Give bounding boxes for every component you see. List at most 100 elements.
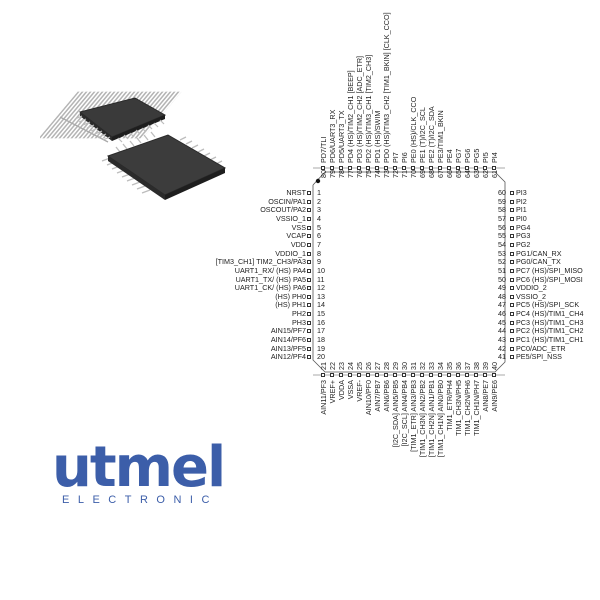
logo-wordmark: utmel <box>52 435 226 500</box>
pin-number: 13 <box>317 291 325 301</box>
pin-label-right: PG1/CAN_RX <box>516 248 562 258</box>
pin-pad <box>339 166 343 170</box>
pin-number: 27 <box>373 362 382 370</box>
pin-label-bottom: VREF+ <box>328 380 337 404</box>
pin-number: 75 <box>364 170 373 178</box>
pin-pad <box>510 225 514 230</box>
pin-number: 25 <box>355 362 364 370</box>
pin-label-left: VDDIO_1 <box>275 248 306 258</box>
pin-label-left: UART1_CK/ (HS) PA6 <box>234 283 306 293</box>
pin-label-bottom: AIN11/PF3 <box>319 380 328 415</box>
pin-pad <box>510 346 514 351</box>
pin-number: 66 <box>445 170 454 178</box>
pin-number: 21 <box>319 362 328 370</box>
pin-label-top: PE3/TIM1_BKIN <box>436 110 445 163</box>
pin-number: 77 <box>346 170 355 178</box>
pin-label-right: PG2 <box>516 239 531 249</box>
pin-label-top: PE4 <box>445 149 454 163</box>
pin-pad <box>420 373 424 377</box>
pin-number: 80 <box>319 170 328 178</box>
pin-pad <box>366 373 370 377</box>
chip-package-photo <box>40 91 227 200</box>
pin-pad <box>307 338 311 343</box>
pin-label-top: PD5/UART3_TX <box>337 110 346 163</box>
pin-label-bottom: [TIM1_ETR] AIN3/PB3 <box>409 380 418 452</box>
pin-pad <box>465 373 469 377</box>
pin-pad <box>411 373 415 377</box>
pin-number: 7 <box>317 239 321 249</box>
pin-number: 1 <box>317 188 321 197</box>
pin-pad <box>307 303 311 308</box>
pin-pad <box>375 373 379 377</box>
pin-label-left: (HS) PH0 <box>275 291 306 301</box>
pin-pad <box>330 166 334 170</box>
pin-number: 8 <box>317 248 321 258</box>
pin-pad <box>330 373 334 377</box>
pin-number: 44 <box>498 326 506 336</box>
pin-label-right: PC3 (HS)/TIM1_CH3 <box>516 317 584 327</box>
pin-pad <box>510 242 514 247</box>
pin-pad <box>510 355 514 360</box>
pin-number: 26 <box>364 362 373 370</box>
pin-label-right: PI2 <box>516 196 527 206</box>
pin-pad <box>492 373 496 377</box>
pin-number: 74 <box>373 170 382 178</box>
pin-number: 16 <box>317 317 325 327</box>
pin-label-bottom: [I2C_SCL] AIN4/PB4 <box>400 380 409 447</box>
pin-label-bottom: [I2C_SDA] AIN5/PB5 <box>391 380 400 448</box>
pin-pad <box>307 251 311 256</box>
pin-number: 33 <box>427 362 436 370</box>
pin-pad <box>510 216 514 221</box>
pin-label-bottom: AIN6/PB6 <box>382 380 391 412</box>
pin-pad <box>510 312 514 317</box>
pin-label-left: AIN13/PF5 <box>270 343 306 353</box>
pin-label-right: PC5 (HS)/SPI_SCK <box>516 300 580 310</box>
pin-pad <box>510 199 514 204</box>
pin-number: 48 <box>498 291 506 301</box>
pin-label-left: [TIM3_CH1] TIM2_CH3/PA3 <box>215 257 306 267</box>
pin-number: 50 <box>498 274 506 284</box>
pin-pad <box>307 199 311 204</box>
pin-label-bottom: VSSA <box>346 380 355 400</box>
pin-label-bottom: AIN8/PE7 <box>481 380 490 412</box>
pin-number: 4 <box>317 213 321 223</box>
pin-label-right: PC6 (HS)/SPI_MOSI <box>516 274 583 284</box>
pin-pad <box>357 373 361 377</box>
pin-pad <box>447 373 451 377</box>
pin-number: 58 <box>498 205 506 215</box>
pin-label-top: PG5 <box>472 148 481 163</box>
pin-pad <box>307 329 311 334</box>
pin-label-bottom: VREF- <box>355 380 364 402</box>
pin-number: 40 <box>490 362 499 370</box>
pin-pad <box>348 166 352 170</box>
pin-pad <box>411 166 415 170</box>
pin-label-top: PI7 <box>391 152 400 163</box>
pin-label-right: PC4 (HS)/TIM1_CH4 <box>516 309 584 319</box>
pin-number: 28 <box>382 362 391 370</box>
pin-pad <box>474 166 478 170</box>
pin-pad <box>375 166 379 170</box>
pin-pad <box>402 166 406 170</box>
pin-label-right: PI1 <box>516 205 527 215</box>
pin-number: 24 <box>346 362 355 370</box>
pin-pad <box>510 260 514 265</box>
pin-number: 12 <box>317 283 325 293</box>
pin-label-left: OSCIN/PA1 <box>268 196 306 206</box>
pin-label-bottom: TIM1_CH2N/PH6 <box>463 380 472 436</box>
pin-label-bottom: AIN10/PF0 <box>364 380 373 416</box>
pin-number: 47 <box>498 300 506 310</box>
pin-label-top: PG7 <box>454 148 463 163</box>
pin-label-right: PC2 (HS)/TIM1_CH2 <box>516 326 584 336</box>
pin-label-left: UART1_TX/ (HS) PA5 <box>235 274 306 284</box>
pin-pad <box>393 373 397 377</box>
pin-label-left: PH2 <box>292 309 306 319</box>
pin-label-left: VSSIO_1 <box>276 213 306 223</box>
pin-pad <box>510 329 514 334</box>
pin-pad <box>307 320 311 325</box>
pin-pad <box>321 373 325 377</box>
pin-number: 42 <box>498 343 506 353</box>
pin-number: 19 <box>317 343 325 353</box>
pin-pad <box>307 268 311 273</box>
pin-number: 14 <box>317 300 325 310</box>
pin-label-right: PC0/ADC_ETR <box>516 343 566 353</box>
